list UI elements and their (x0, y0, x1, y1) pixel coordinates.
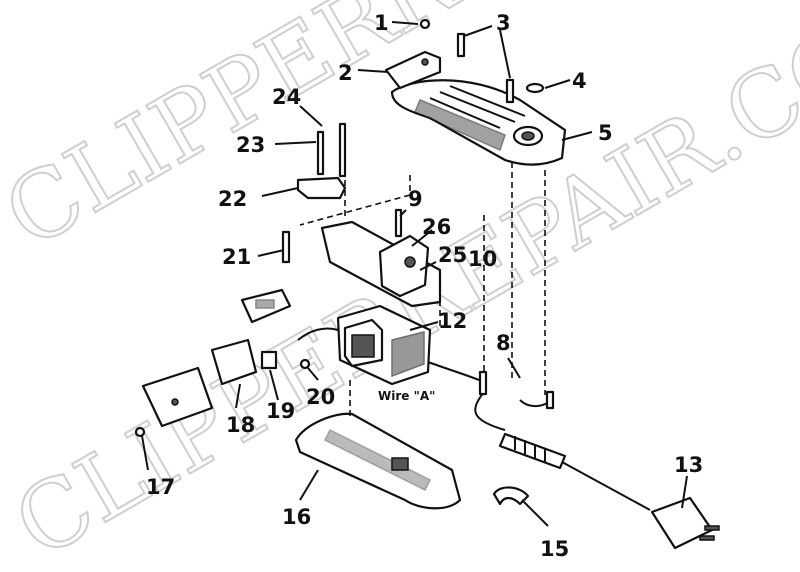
callout-16: 16 (282, 505, 311, 529)
callout-17: 17 (146, 475, 175, 499)
screw-3a (456, 32, 466, 58)
screw-8a (478, 370, 488, 396)
callout-19: 19 (266, 399, 295, 423)
screw-20 (299, 358, 311, 370)
callout-13: 13 (674, 453, 703, 477)
callout-23: 23 (236, 133, 265, 157)
cord-clip (492, 486, 530, 506)
callout-15: 15 (540, 537, 569, 561)
callout-3: 3 (496, 11, 511, 35)
screws-top (419, 18, 545, 104)
callout-18: 18 (226, 413, 255, 437)
callout-21: 21 (222, 245, 251, 269)
leader-lines (141, 21, 688, 527)
switch-assembly (210, 338, 311, 386)
screw-21 (281, 230, 291, 264)
callout-9: 9 (408, 187, 423, 211)
callout-20: 20 (306, 385, 335, 409)
part-19 (260, 350, 278, 370)
screw-17 (134, 426, 146, 438)
callout-24: 24 (272, 85, 301, 109)
screw-23 (316, 130, 325, 176)
washer-4 (525, 82, 545, 94)
screw-24 (338, 122, 347, 178)
bottom-housing (294, 412, 462, 510)
small-bracket (240, 288, 292, 324)
wire-a-label: Wire "A" (378, 389, 435, 403)
callout-2: 2 (338, 61, 353, 85)
top-plate (384, 50, 442, 90)
coil-assembly (336, 304, 432, 386)
side-plate (134, 366, 214, 438)
screw-3b (505, 78, 515, 104)
callout-1: 1 (374, 11, 389, 35)
callout-10: 10 (468, 247, 497, 271)
top-housing (390, 79, 567, 166)
callout-26: 26 (422, 215, 451, 239)
screw-9 (394, 208, 403, 238)
screw-1 (419, 18, 431, 30)
screw-8b (545, 390, 555, 410)
callout-4: 4 (572, 69, 587, 93)
callout-22: 22 (218, 187, 247, 211)
callout-12: 12 (438, 309, 467, 333)
callout-5: 5 (598, 121, 613, 145)
callout-25: 25 (438, 243, 467, 267)
power-cord (498, 432, 720, 550)
callout-8: 8 (496, 331, 511, 355)
bracket-22 (296, 122, 347, 200)
assembly-lines (299, 162, 546, 420)
